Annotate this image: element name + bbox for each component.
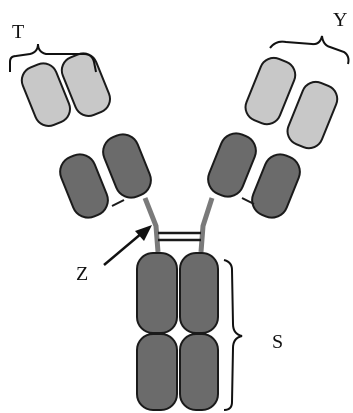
stem-right-upper-domain	[180, 253, 218, 333]
bracket-s	[224, 260, 242, 410]
left-hinge-strand	[145, 198, 158, 252]
arrow-z-shaft	[104, 233, 142, 265]
left-interchain-link	[112, 200, 124, 206]
right-light-constant-domain	[247, 150, 304, 223]
stem-left-lower-domain	[137, 334, 177, 410]
hinge-region	[145, 198, 212, 252]
left-heavy-constant-domain	[98, 130, 155, 203]
right-heavy-constant-domain	[203, 129, 260, 202]
arrow-z-head	[135, 225, 152, 241]
right-light-variable-domain	[283, 78, 341, 153]
label-y: Y	[333, 9, 347, 31]
right-hinge-strand	[201, 198, 212, 252]
left-light-constant-domain	[55, 150, 112, 223]
label-t: T	[12, 21, 24, 43]
right-heavy-variable-domain	[241, 54, 299, 129]
fc-stem	[137, 253, 218, 410]
label-z: Z	[76, 263, 88, 285]
right-arm	[203, 54, 341, 223]
left-arm	[18, 49, 156, 222]
stem-left-upper-domain	[137, 253, 177, 333]
label-s: S	[272, 331, 283, 353]
stem-right-lower-domain	[180, 334, 218, 410]
